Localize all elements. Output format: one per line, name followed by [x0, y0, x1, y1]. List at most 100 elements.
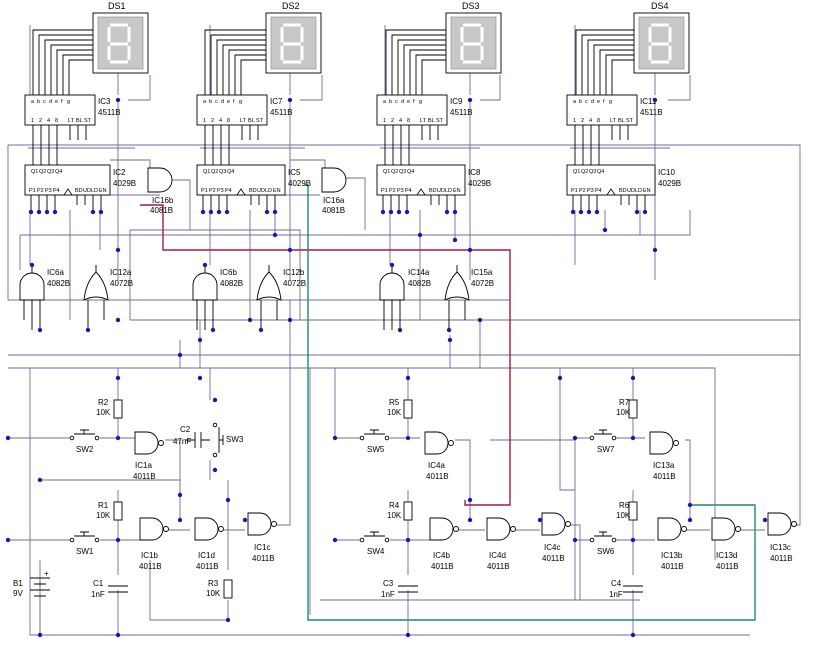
svg-text:Q4: Q4 [227, 169, 234, 175]
battery-b1: + B1 9V [13, 569, 50, 598]
ic-part: 4029B [288, 179, 311, 188]
svg-text:P2: P2 [209, 188, 216, 194]
gate-ref: IC1a [135, 461, 152, 470]
svg-text:LD: LD [91, 188, 98, 194]
gate-ref: IC1c [254, 543, 270, 552]
svg-text:BD: BD [75, 188, 83, 194]
svg-text:10K: 10K [387, 408, 402, 417]
decoder-ic7: a b c d e f g 1 2 4 8 LT BL ST IC7 4511B [196, 94, 293, 126]
svg-text:BD: BD [619, 188, 627, 194]
svg-text:Q4: Q4 [55, 169, 62, 175]
svg-text:c: c [585, 99, 588, 105]
svg-text:4: 4 [47, 118, 50, 124]
gate-part: 4082B [47, 279, 70, 288]
decoder-ic9: a b c d e f g 1 2 4 8 LT BL ST IC9 4511B [376, 94, 473, 126]
svg-text:SW5: SW5 [367, 445, 385, 454]
svg-text:P2: P2 [389, 188, 396, 194]
svg-text:P2: P2 [579, 188, 586, 194]
svg-text:g: g [419, 99, 422, 105]
svg-text:1: 1 [31, 118, 34, 124]
svg-text:LT: LT [68, 118, 75, 124]
svg-text:10K: 10K [616, 408, 631, 417]
gate-part: 4011B [716, 562, 739, 571]
svg-text:Q2: Q2 [391, 169, 398, 175]
switches: SW2 SW1 SW3 SW5 SW4 SW7 SW6 [69, 422, 617, 556]
display-label: DS3 [462, 1, 480, 11]
gate-part: 4011B [653, 472, 676, 481]
svg-text:P3: P3 [397, 188, 404, 194]
svg-text:R5: R5 [389, 398, 400, 407]
svg-text:UD: UD [257, 188, 265, 194]
gate-part: 4011B [252, 554, 275, 563]
gate-ref: IC13a [653, 461, 675, 470]
ic-ref: IC5 [288, 168, 301, 177]
svg-text:Q2: Q2 [39, 169, 46, 175]
gate-part: 4011B [661, 562, 684, 571]
svg-text:f: f [233, 99, 235, 105]
ic-part: 4511B [450, 108, 473, 117]
gate-part: 4011B [139, 562, 162, 571]
svg-text:C4: C4 [611, 579, 622, 588]
gate-ic13d: IC13d 4011B [711, 517, 741, 571]
svg-text:BD: BD [249, 188, 257, 194]
svg-text:2: 2 [211, 118, 214, 124]
green-net [305, 184, 756, 621]
gate-ic14a: IC14a 4082B [379, 268, 431, 301]
display-ds3: DS3 [445, 1, 502, 74]
svg-text:C2: C2 [180, 425, 191, 434]
svg-text:R1: R1 [98, 501, 109, 510]
switch-sw1: SW1 [69, 531, 100, 556]
gate-part: 4011B [431, 562, 454, 571]
gate-ic16b: IC16b 4081B [147, 167, 174, 215]
display-ds1: DS1 [92, 1, 149, 74]
ic-part: 4029B [658, 179, 681, 188]
display-ds2: DS2 [265, 1, 322, 74]
svg-text:a: a [573, 99, 577, 105]
gate-part: 4011B [196, 562, 219, 571]
gate-part: 4011B [542, 554, 565, 563]
decoder-ic3: a b c d e f g 1 2 4 8 LT BL ST IC3 4511B [24, 94, 121, 126]
gate-ic1b: IC1b 4011B [139, 517, 169, 571]
ic-ref: IC7 [270, 97, 283, 106]
decoder-ic11: a b c d e f g 1 2 4 8 LT BL ST IC11 4511… [566, 94, 663, 126]
svg-text:g: g [609, 99, 612, 105]
gate-ic13a: IC13a 4011B [649, 431, 679, 481]
gate-part: 4072B [110, 279, 133, 288]
svg-text:b: b [389, 99, 392, 105]
svg-text:EN: EN [273, 188, 281, 194]
svg-text:b: b [579, 99, 582, 105]
svg-text:8: 8 [407, 118, 410, 124]
svg-text:LD: LD [635, 188, 642, 194]
svg-text:g: g [239, 99, 242, 105]
svg-text:R4: R4 [389, 501, 400, 510]
svg-text:c: c [215, 99, 218, 105]
svg-text:SW2: SW2 [76, 445, 94, 454]
gate-ic1c: IC1c 4011B [247, 512, 277, 563]
svg-text:R7: R7 [619, 398, 630, 407]
ic-part: 4029B [468, 179, 491, 188]
svg-text:1nF: 1nF [381, 590, 395, 599]
counter-ic5: Q1 Q2 Q3 Q4 P1 P2 P3 P4 BD UD LD EN IC5 … [196, 164, 311, 196]
gate-ic15a: IC15a 4072B [444, 268, 494, 301]
display-label: DS1 [108, 1, 126, 11]
svg-text:Q1: Q1 [573, 169, 580, 175]
switch-sw5: SW5 [359, 429, 390, 454]
gate-ref: IC16a [323, 196, 345, 205]
svg-text:ST: ST [626, 118, 634, 124]
svg-text:10K: 10K [206, 589, 221, 598]
svg-text:ST: ST [256, 118, 264, 124]
svg-text:Q4: Q4 [407, 169, 414, 175]
display-ds4: DS4 [633, 1, 690, 74]
gate-ic4b: IC4b 4011B [429, 517, 459, 571]
gate-ic12b: IC12b 4072B [256, 268, 306, 301]
gate-ref: IC4a [428, 461, 445, 470]
svg-text:R2: R2 [98, 398, 109, 407]
gate-part: 4011B [133, 472, 156, 481]
svg-text:g: g [67, 99, 70, 105]
